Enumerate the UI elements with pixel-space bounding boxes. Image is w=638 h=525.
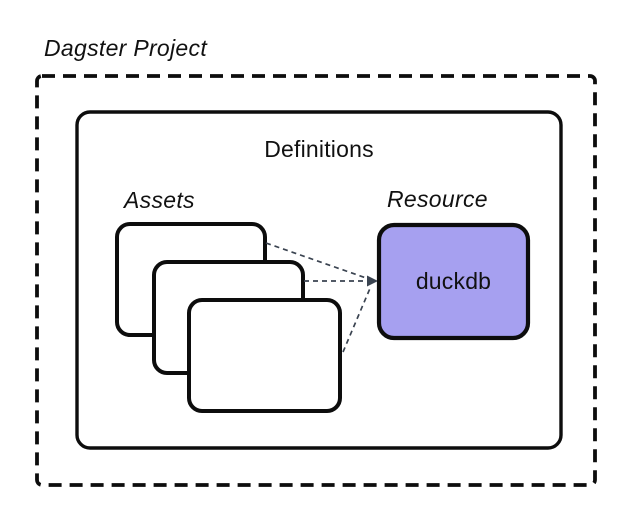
project-title: Dagster Project xyxy=(44,35,208,61)
connector-arrowhead-icon xyxy=(367,275,378,287)
connector-asset3-to-resource xyxy=(342,285,372,353)
resource-name-label: duckdb xyxy=(415,268,492,294)
resource-label: Resource xyxy=(387,186,488,212)
asset-card-front xyxy=(187,298,342,413)
project-boundary-box xyxy=(35,74,597,487)
definitions-label: Definitions xyxy=(264,136,374,162)
connector-asset1-to-resource xyxy=(265,242,370,280)
resource-box xyxy=(376,222,531,341)
assets-label: Assets xyxy=(124,187,195,213)
